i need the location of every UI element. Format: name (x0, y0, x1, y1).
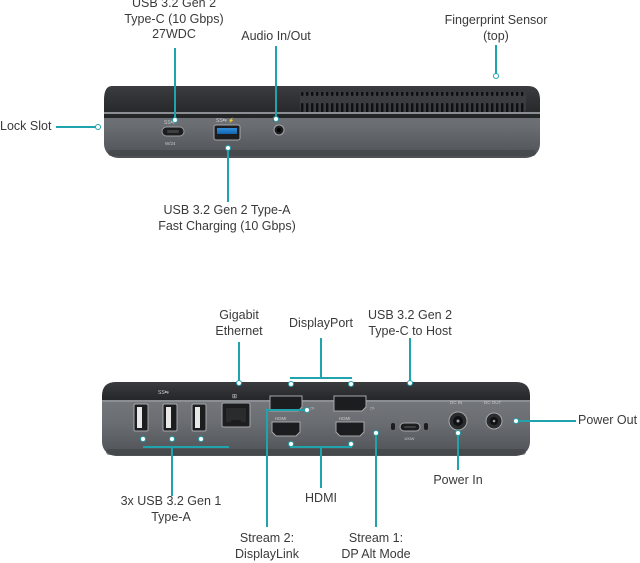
callout-dot-usb-a-2 (169, 436, 175, 442)
label-usb-c-host: USB 3.2 Gen 2 Type-C to Host (367, 308, 453, 338)
label-displayport: DisplayPort (289, 316, 353, 330)
power-out-port-rear: DC OUT (484, 400, 503, 430)
svg-text:□¹: □¹ (310, 406, 315, 412)
callout-line-lock (56, 126, 96, 128)
callout-dot-power-in (455, 430, 461, 436)
callout-line-usb-c (174, 48, 176, 120)
callout-dot-dp-right (348, 381, 354, 387)
svg-text:HDMI: HDMI (339, 416, 351, 421)
svg-text:100W: 100W (404, 436, 415, 441)
label-stream2: Stream 2: DisplayLink (235, 531, 299, 561)
callout-dot-stream2 (304, 407, 310, 413)
label-usb-c-27wdc: USB 3.2 Gen 2 Type-C (10 Gbps) 27WDC (124, 0, 224, 41)
callout-line-stream2-h (266, 409, 306, 411)
svg-text:SS⇆ ⚡: SS⇆ ⚡ (216, 117, 234, 124)
callout-line-hdmi-stem (320, 446, 322, 488)
power-in-port-rear: DC IN (448, 400, 468, 431)
dock-rear-view (102, 382, 530, 456)
callout-dot-usb-c (172, 117, 178, 123)
dock-front-view (104, 86, 540, 158)
svg-text:⊞: ⊞ (232, 394, 237, 400)
usb-c-host-port-rear: 100W (391, 422, 428, 441)
callout-line-usb-a-bar (143, 446, 229, 448)
label-ethernet: Gigabit Ethernet (215, 308, 263, 338)
callout-dot-usb-a-fast (225, 145, 231, 151)
label-usb-a-fast: USB 3.2 Gen 2 Type-A Fast Charging (10 G… (158, 203, 296, 233)
svg-text:SS⇆: SS⇆ (164, 120, 175, 126)
callout-dot-ethernet (236, 380, 242, 386)
callout-line-dp-bar (290, 377, 352, 379)
callout-dot-stream1 (373, 430, 379, 436)
callout-line-usb-c-host (409, 338, 411, 382)
callout-line-ethernet (238, 342, 240, 382)
label-power-in: Power In (433, 473, 483, 487)
usb-a-port-front: SS⇆ ⚡ (213, 117, 241, 141)
callout-line-usb-a-stem (171, 446, 173, 496)
callout-line-audio (275, 46, 277, 118)
svg-text:DC OUT: DC OUT (484, 400, 501, 405)
label-stream1: Stream 1: DP Alt Mode (341, 531, 411, 561)
callout-line-stream2-v (266, 409, 268, 527)
usb-a-ports-rear: SS⇆ (133, 390, 207, 432)
callout-dot-usb-a-3 (198, 436, 204, 442)
callout-dot-lock (95, 124, 101, 130)
callout-dot-power-out (513, 418, 519, 424)
label-audio: Audio In/Out (241, 29, 311, 43)
callout-line-stream1 (375, 434, 377, 527)
video-ports-stream1: □¹ HDMI (333, 395, 375, 437)
usb-c-port-front: SS⇆ W/24 (161, 120, 185, 146)
video-ports-stream2: □¹ HDMI (269, 395, 315, 437)
svg-text:□¹: □¹ (370, 406, 375, 412)
ethernet-port-rear: ⊞ (221, 394, 251, 428)
callout-dot-audio (273, 116, 279, 122)
callout-dot-usb-a-1 (140, 436, 146, 442)
svg-text:HDMI: HDMI (275, 416, 287, 421)
svg-text:SS⇆: SS⇆ (158, 390, 169, 396)
callout-dot-hdmi-right (348, 441, 354, 447)
callout-line-dp-stem (320, 338, 322, 378)
label-fingerprint: Fingerprint Sensor (top) (444, 13, 548, 43)
callout-dot-hdmi-left (288, 441, 294, 447)
label-hdmi: HDMI (305, 491, 337, 505)
callout-line-fingerprint (495, 45, 497, 75)
svg-text:DC IN: DC IN (450, 400, 462, 405)
callout-line-power-in (457, 432, 459, 470)
callout-line-usb-a-fast (227, 148, 229, 202)
label-power-out: Power Out (578, 413, 638, 427)
callout-dot-dp-left (288, 381, 294, 387)
callout-line-power-out (518, 420, 576, 422)
label-usb-a-3x: 3x USB 3.2 Gen 1 Type-A (120, 494, 222, 524)
svg-text:W/24: W/24 (165, 141, 176, 146)
callout-dot-fingerprint (493, 73, 499, 79)
callout-dot-usb-c-host (407, 380, 413, 386)
label-lock-slot: Lock Slot (0, 119, 52, 133)
